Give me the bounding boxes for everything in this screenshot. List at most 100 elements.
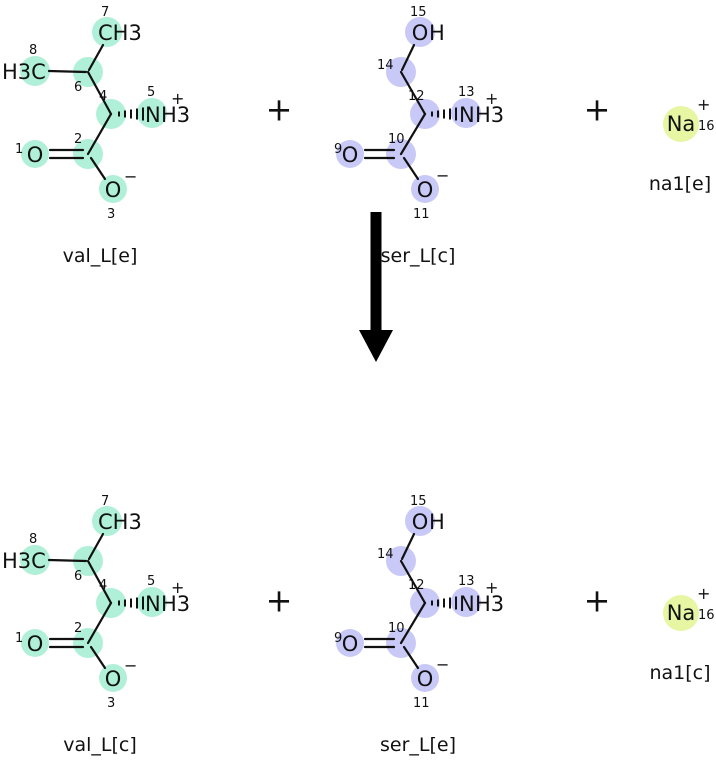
plus-sign-bottom-2: +	[583, 581, 611, 620]
atom-number-8: 8	[29, 43, 37, 58]
highlight-o1	[21, 140, 49, 168]
metabolite-label-ser-e: ser_L[e]	[380, 734, 456, 756]
atom-o1-label: O	[27, 143, 44, 167]
o11-charge: −	[436, 166, 449, 185]
atom-n13-hydrogens: H3	[475, 592, 504, 616]
bond-c10-o11	[402, 156, 420, 181]
atom-number-11: 11	[413, 696, 430, 711]
atom-number-15: 15	[410, 494, 427, 509]
atom-number-5: 5	[147, 85, 155, 100]
bonds	[47, 43, 144, 181]
atom-number-12: 12	[408, 578, 425, 593]
highlight-o11	[411, 664, 439, 692]
metabolite-label-na-e: na1[e]	[649, 173, 711, 195]
atom-number-1: 1	[15, 631, 23, 646]
atom-number-2: 2	[74, 132, 82, 147]
o3-charge: −	[124, 656, 137, 675]
highlight-n5	[137, 587, 167, 617]
highlight-o3	[99, 175, 127, 203]
atom-o15-label: O	[412, 21, 429, 45]
atom-n13-label: N	[459, 592, 475, 616]
reaction-arrow	[359, 212, 393, 362]
atom-c7-label: CH3	[98, 21, 142, 45]
bond-c14-c12	[399, 559, 427, 605]
bond-c10-o11	[402, 645, 420, 670]
bond-c8-c6	[47, 558, 88, 563]
metabolite-label-ser-c: ser_L[c]	[381, 245, 456, 267]
bond-c12-c10	[399, 112, 427, 156]
highlight-o11	[411, 175, 439, 203]
atom-number-16: 16	[698, 608, 715, 623]
plus-sign-top-1: +	[265, 90, 293, 129]
reaction-arrow-shape	[359, 212, 393, 362]
valine-structure-cytosol: CH3 H3C N H3 + O O − 7 8 6 4 5 2 1 3 val…	[2, 494, 190, 756]
highlight-c8	[20, 56, 50, 86]
bond-c4-c2	[86, 601, 113, 645]
atom-number-15: 15	[410, 5, 427, 20]
atom-o1-label: O	[27, 632, 44, 656]
atom-n5-hydrogens: H3	[161, 592, 190, 616]
atom-number-14: 14	[377, 547, 394, 562]
highlight-na16	[663, 106, 699, 142]
atom-n5-label: N	[145, 103, 161, 127]
atom-o3-label: O	[105, 178, 122, 202]
atom-number-1: 1	[15, 142, 23, 157]
bonds	[47, 532, 144, 670]
bonds	[363, 43, 457, 181]
metabolite-label-val-e: val_L[e]	[63, 245, 138, 267]
atom-c8-label: H3C	[2, 60, 46, 84]
atom-numbers: 7 8 6 4 5 2 1 3	[15, 5, 155, 222]
bond-c8-c6	[47, 69, 88, 74]
atom-number-10: 10	[388, 132, 405, 147]
n13-charge: +	[485, 89, 498, 108]
atom-number-7: 7	[101, 5, 109, 20]
atom-c7-label: CH3	[98, 510, 142, 534]
highlight-c8	[20, 545, 50, 575]
highlight-n13	[451, 587, 481, 617]
sodium-ion-cytosol: Na + 16 na1[c]	[649, 585, 715, 684]
atom-number-3: 3	[107, 696, 115, 711]
bond-c6-c4	[86, 559, 113, 605]
highlight-c7	[92, 17, 122, 47]
atom-number-10: 10	[388, 621, 405, 636]
atom-na-label: Na	[667, 112, 696, 136]
n5-charge: +	[171, 89, 184, 108]
atom-number-9: 9	[334, 142, 342, 157]
serine-structure-cytosol: O H N H3 + O O − 15 14 12 13 10 9 11 ser…	[334, 5, 504, 267]
atom-n5-hydrogens: H3	[161, 103, 190, 127]
atom-o11-label: O	[417, 178, 434, 202]
atom-o15-hydrogen: H	[429, 21, 445, 45]
bond-c4-c2	[86, 112, 113, 156]
highlight-na16	[663, 595, 699, 631]
na-charge: +	[697, 585, 710, 603]
atom-o15-hydrogen: H	[429, 510, 445, 534]
bond-c7-c6	[87, 43, 105, 72]
atom-o3-label: O	[105, 667, 122, 691]
atom-number-4: 4	[99, 578, 107, 593]
atom-na-label: Na	[667, 601, 696, 625]
atom-number-13: 13	[458, 574, 475, 589]
atom-number-12: 12	[408, 89, 425, 104]
bond-c14-c12	[399, 70, 427, 116]
bond-c2-o3	[89, 645, 107, 670]
atom-number-11: 11	[413, 207, 430, 222]
highlight-o3	[99, 664, 127, 692]
atom-number-6: 6	[74, 80, 82, 95]
bond-o15-c14	[400, 43, 416, 72]
metabolite-label-na-c: na1[c]	[649, 662, 710, 684]
serine-structure-extracellular: O H N H3 + O O − 15 14 12 13 10 9 11 ser…	[334, 494, 504, 756]
atom-number-3: 3	[107, 207, 115, 222]
sodium-ion-extracellular: Na + 16 na1[e]	[649, 96, 715, 195]
atom-number-5: 5	[147, 574, 155, 589]
o3-charge: −	[124, 167, 137, 186]
atom-number-7: 7	[101, 494, 109, 509]
atom-numbers: 15 14 12 13 10 9 11	[334, 5, 475, 222]
bond-o15-c14	[400, 532, 416, 561]
highlight-n13	[451, 98, 481, 128]
atom-n5-label: N	[145, 592, 161, 616]
atom-number-9: 9	[334, 631, 342, 646]
atom-number-6: 6	[74, 569, 82, 584]
n5-charge: +	[171, 578, 184, 597]
atom-number-16: 16	[698, 119, 715, 134]
highlight-o15	[405, 506, 435, 536]
